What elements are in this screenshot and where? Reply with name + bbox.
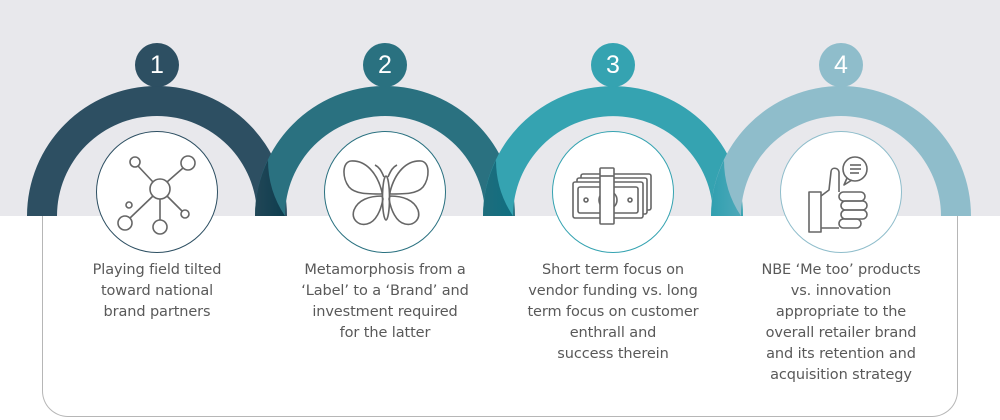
step-description-2: Metamorphosis from a ‘Label’ to a ‘Brand… [285, 260, 485, 344]
caption-line: brand partners [103, 304, 211, 320]
caption-line: ‘Label’ to a ‘Brand’ and [301, 283, 469, 299]
arc-step-4 [711, 86, 971, 216]
caption-line: acquisition strategy [770, 367, 912, 383]
icon-circle-step-4 [780, 131, 902, 253]
butterfly-icon [343, 160, 429, 226]
step-number-badge: 3 [591, 43, 635, 87]
cash-bundle-icon [572, 167, 652, 225]
content-card [42, 195, 958, 417]
step-number-badge: 2 [363, 43, 407, 87]
caption-line: Playing field tilted [92, 262, 222, 278]
icon-circle-step-3 [552, 131, 674, 253]
step-description-1: Playing field tilted toward national bra… [57, 260, 257, 323]
step-description-4: NBE ‘Me too’ products vs. innovation app… [741, 260, 941, 386]
caption-line: Short term focus on [541, 262, 685, 278]
step-number-badge: 1 [135, 43, 179, 87]
caption-line: toward national [100, 283, 214, 299]
network-nodes-icon [117, 155, 196, 235]
caption-line: investment required [312, 304, 458, 320]
caption-line: NBE ‘Me too’ products [761, 262, 921, 278]
caption-line: appropriate to the [775, 304, 907, 320]
caption-line: Metamorphosis from a [304, 262, 466, 278]
step-description-3: Short term focus on vendor funding vs. l… [513, 260, 713, 365]
caption-line: term focus on customer [527, 304, 699, 320]
caption-line: vs. innovation [790, 283, 892, 299]
arc-overlap-3-4 [711, 160, 741, 216]
caption-line: vendor funding vs. long [528, 283, 698, 299]
arc-step-2 [255, 86, 515, 216]
step-number-badge: 4 [819, 43, 863, 87]
caption-line: overall retailer brand [765, 325, 917, 341]
arc-step-3 [483, 86, 743, 216]
arc-overlap-2-3 [483, 160, 513, 216]
arc-step-1 [27, 86, 287, 216]
caption-line: and its retention and [766, 346, 916, 362]
caption-line: for the latter [339, 325, 431, 341]
icon-circle-step-1 [96, 131, 218, 253]
caption-line: success therein [557, 346, 669, 362]
caption-line: enthrall and [569, 325, 657, 341]
icon-circle-step-2 [324, 131, 446, 253]
arc-overlap-1-2 [255, 160, 285, 216]
thumbs-up-feedback-icon [808, 156, 868, 233]
